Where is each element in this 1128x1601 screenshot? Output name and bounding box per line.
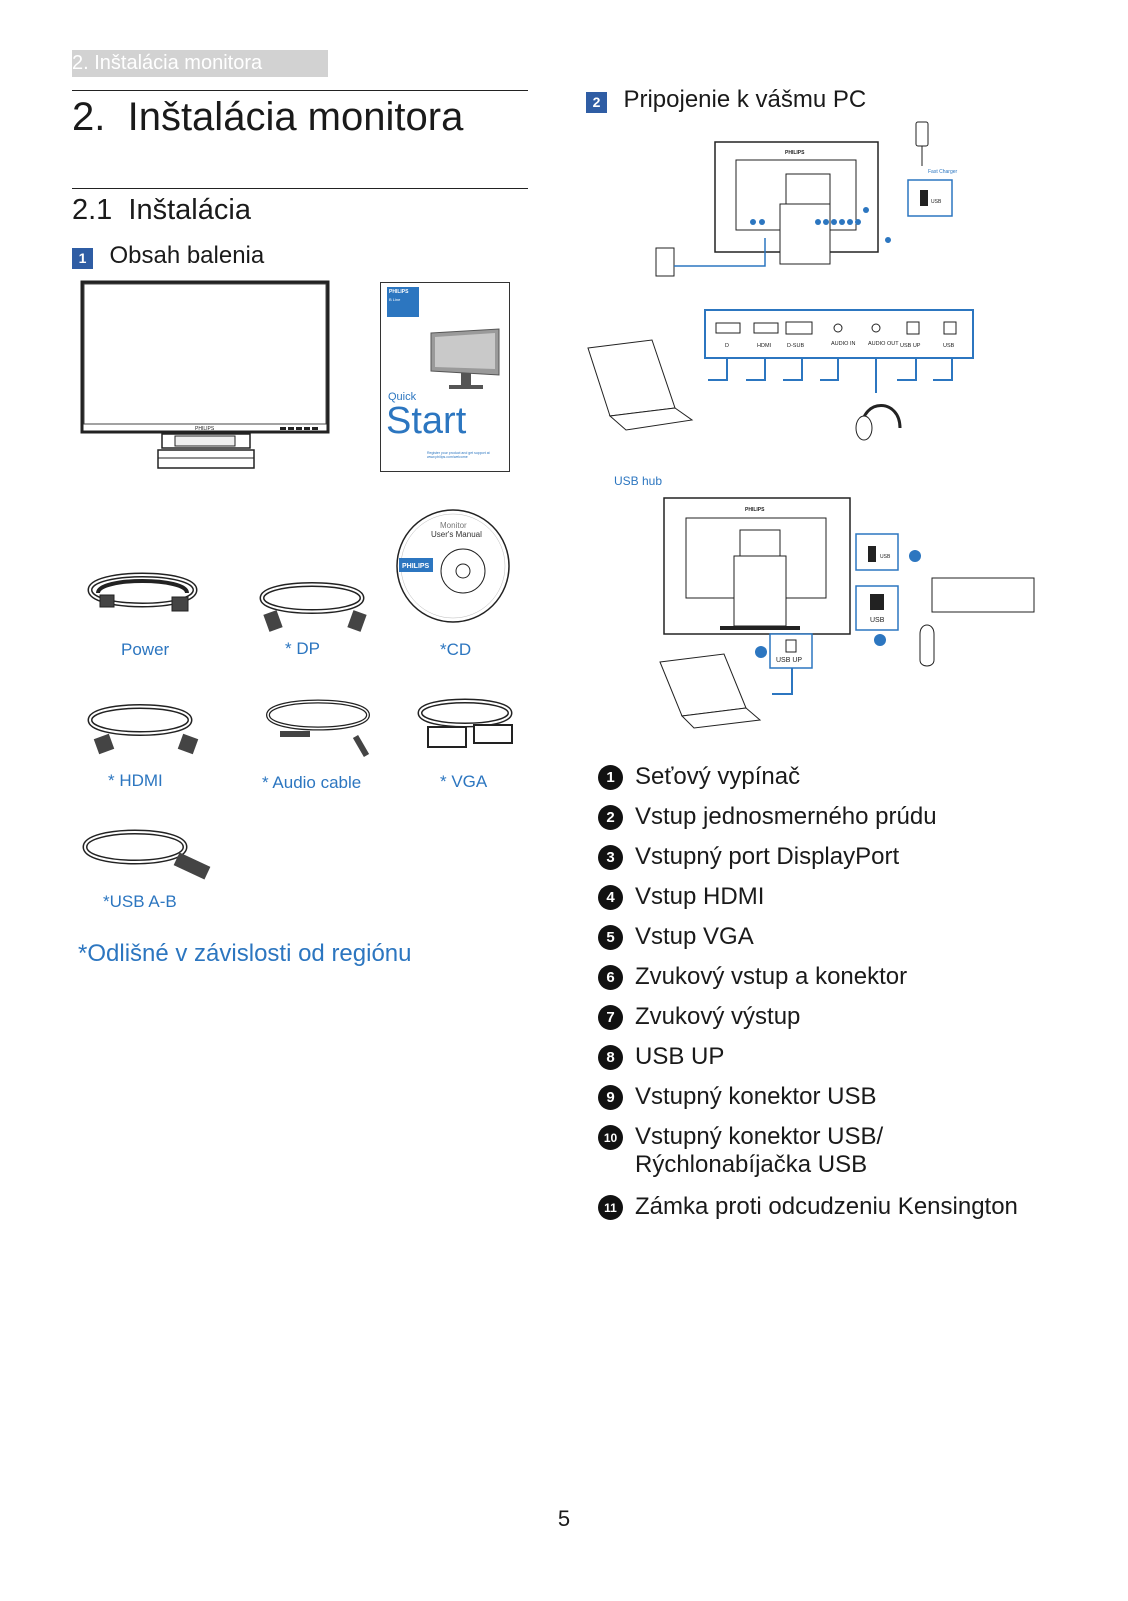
legend-item: 1 Seťový vypínač: [598, 763, 1018, 803]
caption-cd: *CD: [440, 640, 472, 659]
svg-text:PHILIPS: PHILIPS: [195, 426, 215, 432]
page-number: 5: [557, 1506, 571, 1531]
legend-badge: 7: [598, 1005, 623, 1030]
caption-audio-cable: * Audio cable: [262, 773, 362, 792]
port-audio-in: AUDIO IN: [831, 341, 855, 347]
cd-title-2: User's Manual: [431, 530, 482, 539]
section-title: 2.1 Inštalácia: [72, 188, 528, 231]
connection-label: Pripojenie k vášmu PC: [623, 86, 867, 113]
usb-hub-diagram: PHILIPS USB USB USB UP: [659, 497, 1035, 729]
port-hdmi: HDMI: [757, 343, 772, 349]
legend-text: Seťový vypínač: [635, 763, 801, 790]
port-usb: USB: [943, 343, 955, 349]
hub-usb-label: USB: [870, 617, 885, 624]
hdmi-cable-illustration: [87, 704, 199, 755]
legend-item: 9 Vstupný konektor USB: [598, 1083, 1018, 1123]
quick-start-booklet: PHILIPS B Line Quick Start Register your…: [380, 282, 510, 472]
port-legend: 1 Seťový vypínač 2 Vstup jednosmerného prú…: [598, 763, 1018, 1233]
port-dsub: D-SUB: [787, 343, 804, 349]
legend-text: Vstupný port DisplayPort: [635, 843, 900, 870]
booklet-brand-band: PHILIPS B Line: [387, 287, 419, 317]
usb-hub-label: USB hub: [614, 474, 663, 488]
legend-badge: 3: [598, 845, 623, 870]
legend-badge: 6: [598, 965, 623, 990]
usb-port-label: USB: [931, 199, 942, 205]
legend-text: Vstupný konektor USB: [635, 1083, 877, 1110]
hub-usb-up-label: USB UP: [776, 657, 802, 664]
box-contents-label: Obsah balenia: [109, 242, 265, 269]
hub-usb-top-label: USB: [880, 554, 891, 560]
region-note: *Odlišné v závislosti od regiónu: [78, 940, 412, 967]
legend-text: Vstup HDMI: [635, 883, 765, 910]
hub-monitor-brand: PHILIPS: [745, 507, 765, 513]
usb-ab-cable-illustration: [82, 829, 211, 880]
monitor-front-illustration: PHILIPS: [80, 280, 330, 469]
legend-item: 3 Vstupný port DisplayPort: [598, 843, 1018, 883]
cd-brand: PHILIPS: [402, 563, 430, 570]
caption-vga: * VGA: [440, 772, 488, 791]
caption-dp: * DP: [285, 639, 320, 658]
legend-text: Vstup VGA: [635, 923, 754, 950]
booklet-line: B Line: [389, 297, 401, 302]
pc-connection-diagram: Fast Charger PHILIPS USB D HDMI D-SUB AU…: [587, 121, 974, 441]
caption-power: Power: [121, 640, 170, 659]
legend-item: 2 Vstup jednosmerného prúdu: [598, 803, 1018, 843]
legend-item: 7 Zvukový výstup: [598, 1003, 1018, 1043]
booklet-footer: Register your product and get support at…: [427, 451, 490, 459]
dp-cable-illustration: [259, 582, 367, 632]
monitor-back-brand: PHILIPS: [785, 150, 805, 156]
box-contents-heading: 1 Obsah balenia: [72, 242, 264, 270]
legend-badge: 2: [598, 805, 623, 830]
legend-text: Vstup jednosmerného prúdu: [635, 803, 937, 830]
legend-item: 4 Vstup HDMI: [598, 883, 1018, 923]
fast-charger-label: Fast Charger: [928, 169, 958, 175]
connection-heading: 2 Pripojenie k vášmu PC: [586, 86, 866, 114]
cd-disc-illustration: PHILIPS Monitor User's Manual: [396, 509, 510, 623]
legend-text: Zvukový vstup a konektor: [635, 963, 908, 990]
legend-text: USB UP: [635, 1043, 725, 1070]
legend-item: 8 USB UP: [598, 1043, 1018, 1083]
section-number-badge: 2: [586, 92, 607, 114]
port-usb-up: USB UP: [900, 343, 921, 349]
booklet-monitor-image: [430, 328, 500, 389]
legend-item: 11 Zámka proti odcudzeniu Kensington: [598, 1193, 1018, 1233]
legend-item: 6 Zvukový vstup a konektor: [598, 963, 1018, 1003]
legend-badge: 11: [598, 1195, 623, 1220]
chapter-title: 2. Inštalácia monitora: [72, 90, 528, 143]
audio-cable-illustration: [265, 699, 371, 758]
section-number-badge: 1: [72, 248, 93, 270]
power-cable-illustration: [87, 572, 198, 612]
running-header: 2. Inštalácia monitora: [72, 50, 328, 77]
booklet-brand: PHILIPS: [389, 289, 409, 295]
legend-text-continued: Rýchlonabíjačka USB: [635, 1151, 868, 1178]
legend-text: Vstupný konektor USB/: [635, 1123, 884, 1150]
vga-cable-illustration: [417, 698, 513, 748]
port-audio-out: AUDIO OUT: [868, 341, 899, 347]
legend-badge: 9: [598, 1085, 623, 1110]
legend-text: Zámka proti odcudzeniu Kensington: [635, 1193, 1018, 1220]
caption-usb-ab: *USB A-B: [103, 892, 177, 911]
caption-hdmi: * HDMI: [108, 771, 163, 790]
legend-badge: 10: [598, 1125, 623, 1150]
legend-badge: 1: [598, 765, 623, 790]
legend-badge: 8: [598, 1045, 623, 1070]
legend-item: 5 Vstup VGA: [598, 923, 1018, 963]
legend-badge: 4: [598, 885, 623, 910]
booklet-start: Start: [386, 400, 467, 442]
booklet-quick: Quick: [388, 391, 417, 403]
legend-text: Zvukový výstup: [635, 1003, 801, 1030]
legend-badge: 5: [598, 925, 623, 950]
legend-item: 10 Vstupný konektor USB/Rýchlonabíjačka U…: [598, 1123, 1018, 1193]
cd-title-1: Monitor: [440, 521, 467, 530]
svg-text:D: D: [725, 343, 729, 349]
